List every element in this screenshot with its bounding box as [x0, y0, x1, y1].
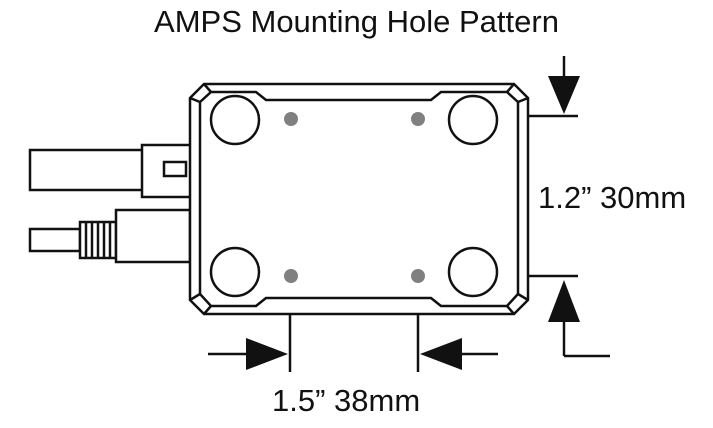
- locator-dot-top-right: [411, 112, 425, 126]
- mounting-hole-bottom-right: [447, 246, 499, 298]
- arrow-right-icon: [246, 338, 288, 370]
- locator-dot-bottom-left: [284, 269, 298, 283]
- mounting-hole-bottom-left: [209, 246, 261, 298]
- diagram-title: AMPS Mounting Hole Pattern: [154, 4, 559, 39]
- locator-dot-bottom-right: [411, 269, 425, 283]
- arrow-down-icon: [548, 76, 580, 114]
- vertical-dimension-label: 1.2” 30mm: [538, 180, 687, 215]
- mounting-hole-top-left: [209, 94, 261, 146]
- mounting-hole-top-right: [447, 94, 499, 146]
- enclosure-outline: [188, 82, 530, 316]
- horizontal-dimension-label: 1.5” 38mm: [272, 383, 421, 418]
- arrow-up-icon: [548, 280, 580, 322]
- locator-dot-top-left: [284, 112, 298, 126]
- lower-cable: [28, 208, 192, 264]
- upper-cable: [28, 143, 194, 199]
- arrow-left-icon: [420, 338, 462, 370]
